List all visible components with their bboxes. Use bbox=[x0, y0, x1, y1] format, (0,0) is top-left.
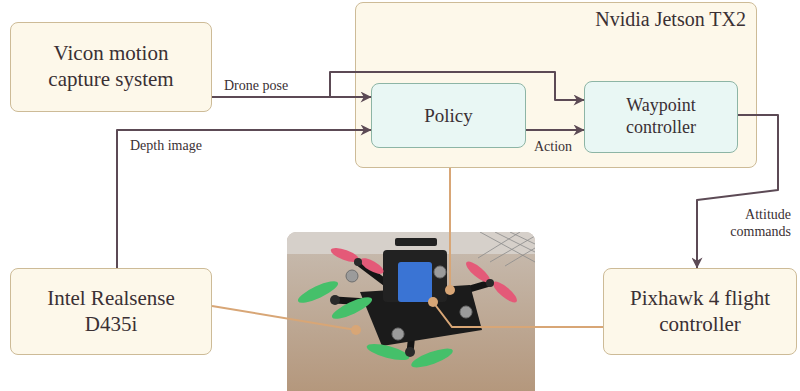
safety-net bbox=[505, 248, 535, 266]
leader-dot bbox=[351, 325, 361, 335]
box-label: Vicon motion capture system bbox=[34, 41, 189, 92]
process-box: Waypoint controller bbox=[584, 81, 738, 153]
safety-net bbox=[490, 236, 535, 262]
red-propeller bbox=[354, 258, 362, 266]
red-propeller bbox=[486, 279, 494, 287]
connector-arrow bbox=[117, 130, 371, 268]
green-propeller bbox=[365, 341, 411, 364]
photo-background bbox=[287, 232, 535, 254]
drone-arm bbox=[335, 300, 415, 305]
edge-label-holder: Action bbox=[522, 137, 584, 156]
marker-ball bbox=[346, 270, 358, 282]
controller-box: Pixhawk 4 flight controller bbox=[603, 268, 797, 355]
box-label: Pixhawk 4 flight controller bbox=[616, 286, 784, 337]
edge-label: Action bbox=[532, 139, 574, 156]
green-propeller bbox=[330, 295, 340, 305]
marker-ball bbox=[346, 266, 472, 340]
box-label: Waypoint controller bbox=[596, 95, 726, 139]
drone-frame bbox=[360, 285, 482, 346]
leader-line bbox=[212, 168, 603, 330]
source-box: Vicon motion capture system bbox=[10, 22, 212, 112]
edge-label: Attitude commands bbox=[703, 207, 793, 241]
box-label: Intel Realsense D435i bbox=[31, 286, 191, 337]
green-propeller bbox=[405, 347, 415, 357]
marker-ball bbox=[392, 328, 404, 340]
red-propeller bbox=[358, 255, 386, 277]
red-propeller bbox=[463, 259, 492, 286]
box-title: Nvidia Jetson TX2 bbox=[595, 7, 746, 31]
leader-dot bbox=[445, 285, 455, 295]
edge-label-holder: Attitude commands bbox=[703, 207, 793, 241]
edge-label-holder: Depth image bbox=[128, 136, 238, 155]
red-propeller bbox=[329, 245, 520, 305]
red-propeller bbox=[329, 245, 361, 265]
connector-arrow bbox=[697, 115, 778, 268]
drone-arm bbox=[358, 262, 415, 305]
green-propeller bbox=[296, 277, 455, 371]
box-label: Policy bbox=[424, 104, 473, 127]
edge-label-holder: Drone pose bbox=[222, 76, 318, 95]
photo-background bbox=[287, 232, 535, 391]
drone-arm bbox=[415, 283, 490, 305]
edge-label: Depth image bbox=[128, 138, 204, 155]
process-box: Policy bbox=[371, 83, 526, 148]
drone-arm bbox=[335, 262, 490, 352]
safety-net bbox=[480, 232, 535, 262]
edge-label: Drone pose bbox=[222, 78, 290, 95]
green-propeller bbox=[330, 293, 375, 322]
safety-net bbox=[478, 232, 535, 266]
photo-background bbox=[287, 232, 535, 391]
leader-dot bbox=[428, 297, 438, 307]
drone-cage bbox=[383, 250, 447, 302]
connector-arrow bbox=[526, 129, 584, 131]
safety-net bbox=[495, 232, 535, 252]
marker-ball bbox=[434, 266, 446, 278]
sensor-box: Intel Realsense D435i bbox=[10, 268, 212, 355]
red-propeller bbox=[490, 279, 519, 306]
marker-ball bbox=[460, 306, 472, 318]
green-propeller bbox=[296, 277, 341, 306]
safety-net bbox=[478, 232, 520, 258]
leader-dot bbox=[351, 285, 455, 335]
leader-line bbox=[212, 306, 356, 330]
connector-arrow bbox=[212, 72, 584, 100]
connector-arrow bbox=[212, 96, 371, 98]
leader-line bbox=[433, 302, 603, 327]
drone-arm bbox=[410, 305, 415, 352]
drone-handle bbox=[395, 238, 437, 246]
safety-net bbox=[510, 232, 535, 244]
green-propeller bbox=[409, 345, 454, 371]
drone-battery bbox=[398, 262, 432, 302]
leader-line bbox=[449, 168, 451, 290]
